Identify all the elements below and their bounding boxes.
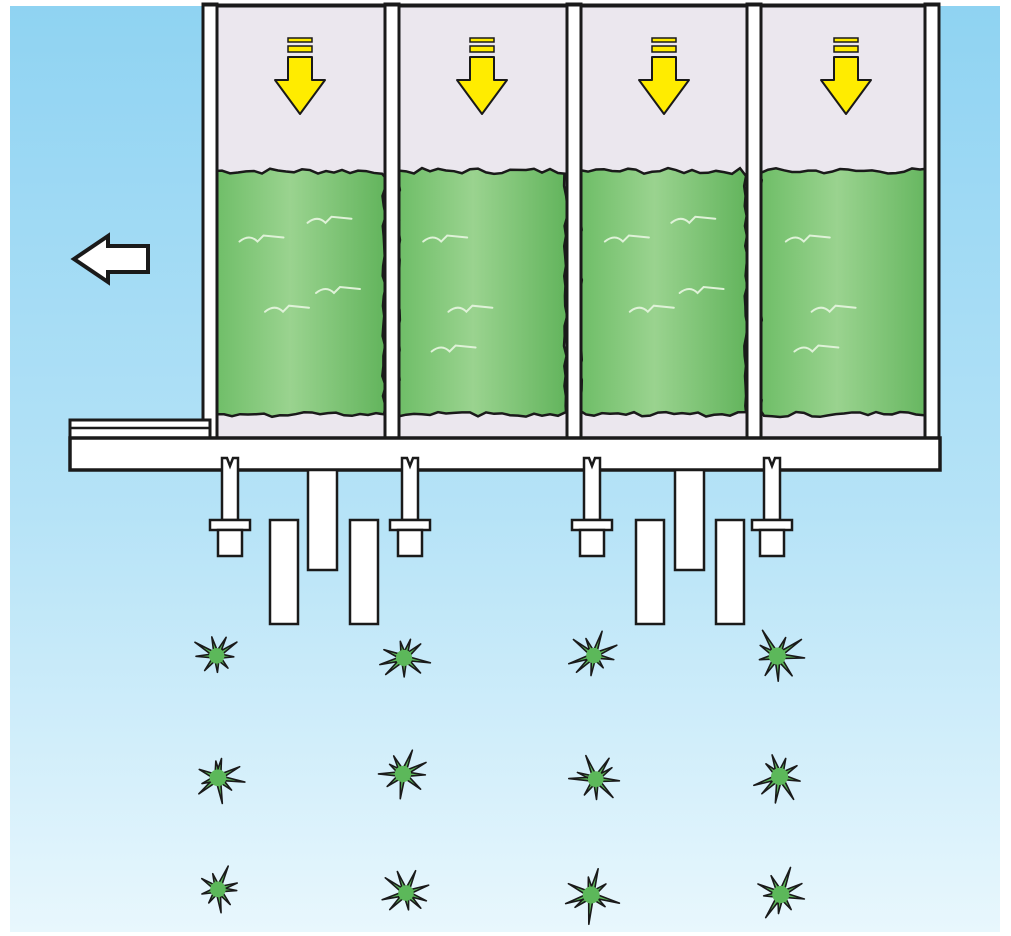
down-arrow-icon [820, 37, 872, 115]
down-arrow-icon [638, 37, 690, 115]
moss-block [210, 167, 388, 419]
moss-texture [315, 285, 361, 295]
moss-block [756, 166, 936, 419]
moss-texture [422, 234, 469, 243]
moss-texture [793, 344, 840, 353]
moss-texture [603, 234, 650, 243]
moss-clump-icon [194, 636, 238, 674]
furrow-opener [306, 468, 339, 572]
moss-clump-icon [564, 867, 621, 926]
moss-texture [670, 215, 717, 225]
frame-post [923, 2, 941, 442]
moss-clump-icon [377, 749, 427, 800]
moss-texture [306, 215, 353, 225]
moss-clump-icon [198, 757, 246, 805]
planting-pin [208, 456, 252, 558]
moss-block [577, 166, 749, 418]
frame-post [201, 2, 219, 442]
furrow-opener [673, 468, 706, 572]
moss-blocks [210, 166, 936, 419]
frame-post [565, 2, 583, 442]
planted-moss [194, 629, 806, 926]
moss-clump-icon [381, 869, 430, 911]
moss-texture [628, 304, 675, 314]
planting-pin [388, 456, 432, 558]
moss-clump-icon [379, 638, 432, 678]
frame-post [745, 2, 763, 442]
moss-clump-icon [753, 754, 801, 804]
planting-pin [750, 456, 794, 558]
moss-texture [810, 304, 857, 314]
moss-clump-icon [567, 754, 621, 801]
moss-texture [430, 344, 477, 353]
furrow-opener [634, 518, 666, 626]
planting-pin [570, 456, 614, 558]
frame-post [383, 2, 401, 442]
furrow-opener [714, 518, 746, 626]
moss-clump-icon [758, 629, 806, 683]
moss-texture [678, 285, 725, 295]
planting-tools [208, 456, 794, 626]
feed-arrows [274, 37, 872, 115]
base-plate [68, 436, 942, 472]
moss-texture [447, 304, 494, 314]
moss-clump-icon [200, 865, 238, 914]
down-arrow-icon [274, 37, 326, 115]
moss-clump-icon [757, 866, 806, 919]
moss-texture [238, 234, 285, 243]
moss-clump-icon [567, 630, 618, 677]
moss-block [395, 166, 569, 419]
furrow-opener [348, 518, 380, 626]
left-arrow-icon [70, 232, 150, 286]
moss-texture [784, 234, 831, 243]
conveyor-rails [68, 418, 212, 440]
down-arrow-icon [456, 37, 508, 115]
moss-texture [264, 304, 310, 314]
furrow-opener [268, 518, 300, 626]
